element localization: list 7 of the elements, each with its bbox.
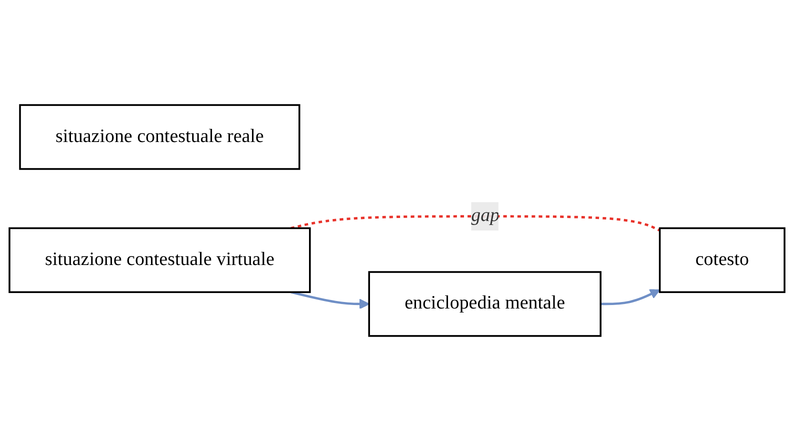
connector: [290, 215, 660, 232]
node-box: situazione contestuale reale: [19, 104, 300, 170]
arrow: [600, 289, 660, 306]
node-box: cotesto: [658, 227, 786, 294]
node-box: situazione contestuale virtuale: [8, 227, 311, 294]
node-box: enciclopedia mentale: [368, 271, 602, 337]
arrow: [290, 290, 370, 310]
